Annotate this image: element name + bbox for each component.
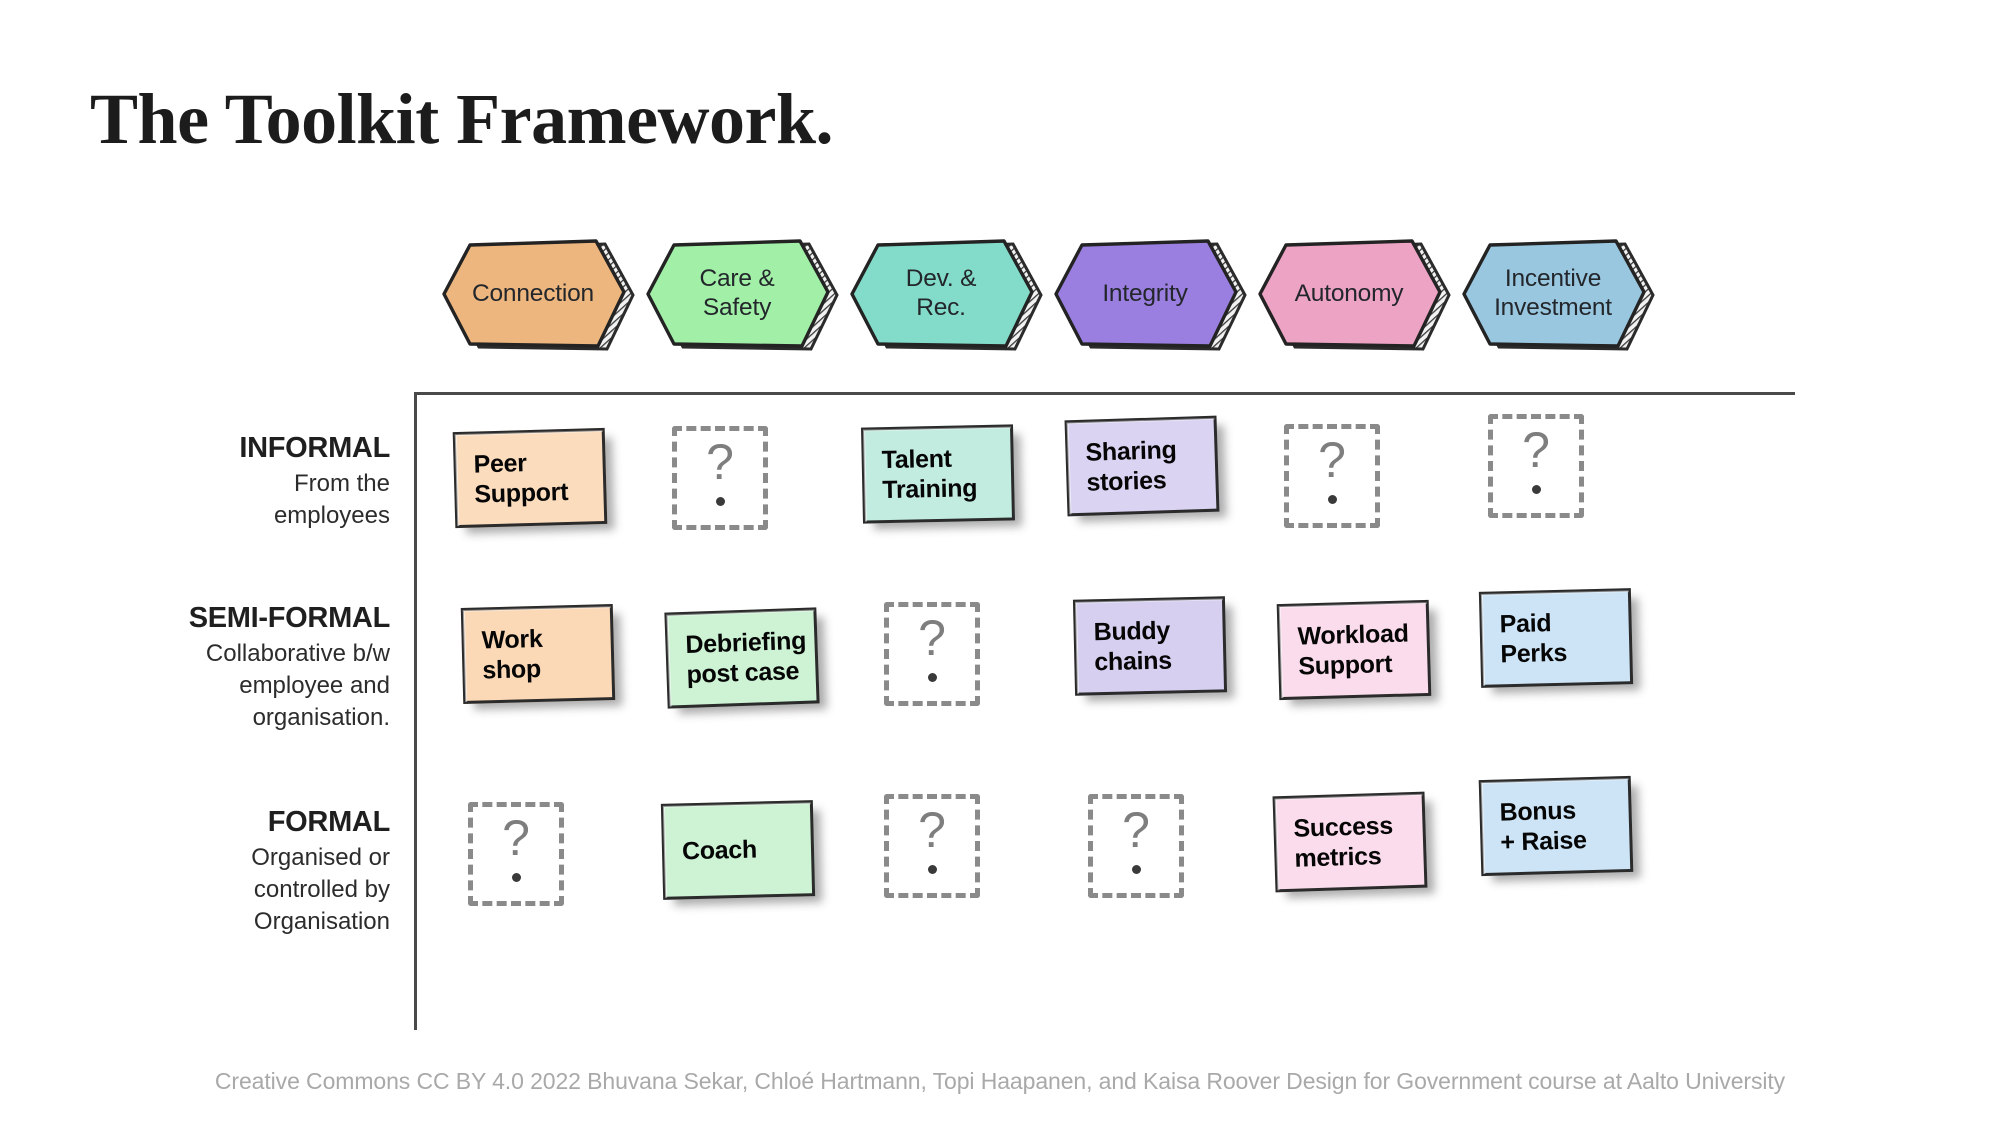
toolkit-note-grid: Peer Support? Talent Training Sharing stor…: [440, 414, 1800, 1020]
question-mark-icon: ?: [1318, 432, 1346, 488]
question-mark-icon: ?: [918, 610, 946, 666]
question-mark-dot-icon: [928, 865, 937, 874]
empty-cell-informal-care-safety[interactable]: ?: [644, 420, 844, 550]
hexagon-incentive-investment: [1462, 239, 1646, 348]
row-title-formal: FORMAL: [267, 806, 391, 838]
note-cell-formal-incentive-investment[interactable]: Bonus + Raise: [1466, 768, 1666, 898]
empty-cell-informal-autonomy[interactable]: ?: [1256, 418, 1456, 548]
empty-cell-formal-integrity[interactable]: ?: [1060, 788, 1260, 918]
row-description-informal: From the employees: [273, 470, 390, 529]
empty-cell-semi-formal-dev-rec[interactable]: ?: [856, 596, 1056, 726]
question-mark-icon: ?: [918, 802, 946, 858]
empty-slot-placeholder[interactable]: ?: [672, 426, 768, 530]
note-cell-semi-formal-incentive-investment[interactable]: Paid Perks: [1466, 580, 1666, 710]
question-mark-dot-icon: [1532, 485, 1541, 494]
hexagon-dev-rec: [850, 239, 1034, 348]
question-mark-dot-icon: [1328, 495, 1337, 504]
sticky-note-label: Buddy chains: [1093, 616, 1173, 677]
empty-slot-placeholder[interactable]: ?: [884, 794, 980, 898]
column-header-incentive-investment[interactable]: Incentive Investment: [1460, 238, 1655, 351]
note-cell-informal-integrity[interactable]: Sharing stories: [1052, 408, 1252, 538]
row-description-semi-formal: Collaborative b/w employee and organisat…: [205, 640, 390, 731]
hexagon-care-safety: [646, 239, 830, 348]
row-label-semi-formal: SEMI-FORMAL Collaborative b/w employee a…: [50, 602, 391, 734]
note-cell-informal-dev-rec[interactable]: Talent Training: [848, 416, 1048, 546]
question-mark-dot-icon: [512, 873, 521, 882]
sticky-note[interactable]: Paid Perks: [1478, 588, 1634, 688]
sticky-note[interactable]: Debriefing post case: [664, 607, 820, 709]
row-label-informal: INFORMAL From the employees: [60, 432, 390, 532]
sticky-note-label: Workload Support: [1297, 619, 1409, 681]
empty-slot-placeholder[interactable]: ?: [1488, 414, 1584, 518]
column-header-care-safety[interactable]: Care & Safety: [644, 238, 839, 351]
sticky-note-label: Talent Training: [881, 444, 978, 505]
question-mark-dot-icon: [928, 673, 937, 682]
empty-slot-placeholder[interactable]: ?: [1284, 424, 1380, 528]
sticky-note[interactable]: Coach: [660, 800, 816, 900]
note-cell-semi-formal-connection[interactable]: Work shop: [448, 596, 648, 726]
note-cell-semi-formal-care-safety[interactable]: Debriefing post case: [652, 600, 852, 730]
question-mark-dot-icon: [1132, 865, 1141, 874]
hexagon-autonomy: [1258, 239, 1442, 348]
sticky-note-label: Paid Perks: [1499, 609, 1568, 669]
sticky-note-label: Debriefing post case: [685, 626, 807, 689]
sticky-note-label: Coach: [681, 835, 758, 866]
column-header-integrity[interactable]: Integrity: [1052, 238, 1247, 351]
note-cell-semi-formal-integrity[interactable]: Buddy chains: [1060, 588, 1260, 718]
sticky-note[interactable]: Sharing stories: [1064, 415, 1220, 517]
hexagon-integrity: [1054, 239, 1238, 348]
empty-slot-placeholder[interactable]: ?: [468, 802, 564, 906]
sticky-note-label: Peer Support: [473, 449, 569, 509]
footer-credit: Creative Commons CC BY 4.0 2022 Bhuvana …: [214, 1068, 1786, 1094]
column-header-dev-rec[interactable]: Dev. & Rec.: [848, 238, 1043, 351]
sticky-note[interactable]: Talent Training: [861, 424, 1015, 524]
row-title-semi-formal: SEMI-FORMAL: [188, 602, 391, 634]
empty-slot-placeholder[interactable]: ?: [884, 602, 980, 706]
question-mark-icon: ?: [1522, 422, 1550, 478]
empty-cell-formal-connection[interactable]: ?: [440, 796, 640, 926]
empty-cell-informal-incentive-investment[interactable]: ?: [1460, 408, 1660, 538]
note-cell-formal-care-safety[interactable]: Coach: [648, 792, 848, 922]
sticky-note-label: Bonus + Raise: [1499, 796, 1587, 857]
question-mark-icon: ?: [502, 810, 530, 866]
empty-cell-formal-dev-rec[interactable]: ?: [856, 788, 1056, 918]
row-label-formal: FORMAL Organised or controlled by Organi…: [60, 806, 390, 938]
sticky-note[interactable]: Success metrics: [1272, 791, 1428, 893]
row-description-formal: Organised or controlled by Organisation: [251, 844, 390, 935]
question-mark-icon: ?: [1122, 802, 1150, 858]
sticky-note[interactable]: Work shop: [460, 604, 616, 704]
sticky-note[interactable]: Bonus + Raise: [1478, 775, 1634, 877]
axis-vertical-line: [414, 392, 417, 1030]
hexagon-connection: [442, 239, 626, 348]
sticky-note-label: Success metrics: [1293, 811, 1394, 873]
note-cell-formal-autonomy[interactable]: Success metrics: [1260, 784, 1460, 914]
empty-slot-placeholder[interactable]: ?: [1088, 794, 1184, 898]
row-title-informal: INFORMAL: [239, 432, 390, 464]
axis-horizontal-line: [415, 392, 1795, 395]
sticky-note-label: Sharing stories: [1085, 435, 1177, 497]
sticky-note[interactable]: Workload Support: [1276, 599, 1432, 701]
sticky-note-label: Work shop: [481, 624, 543, 685]
sticky-note[interactable]: Peer Support: [452, 427, 608, 529]
question-mark-dot-icon: [716, 497, 725, 506]
column-header-connection[interactable]: Connection: [440, 238, 635, 351]
sticky-note[interactable]: Buddy chains: [1072, 596, 1228, 696]
column-header-autonomy[interactable]: Autonomy: [1256, 238, 1451, 351]
question-mark-icon: ?: [706, 434, 734, 490]
note-cell-informal-connection[interactable]: Peer Support: [440, 420, 640, 550]
page-title: The Toolkit Framework.: [90, 79, 834, 159]
note-cell-semi-formal-autonomy[interactable]: Workload Support: [1264, 592, 1464, 722]
